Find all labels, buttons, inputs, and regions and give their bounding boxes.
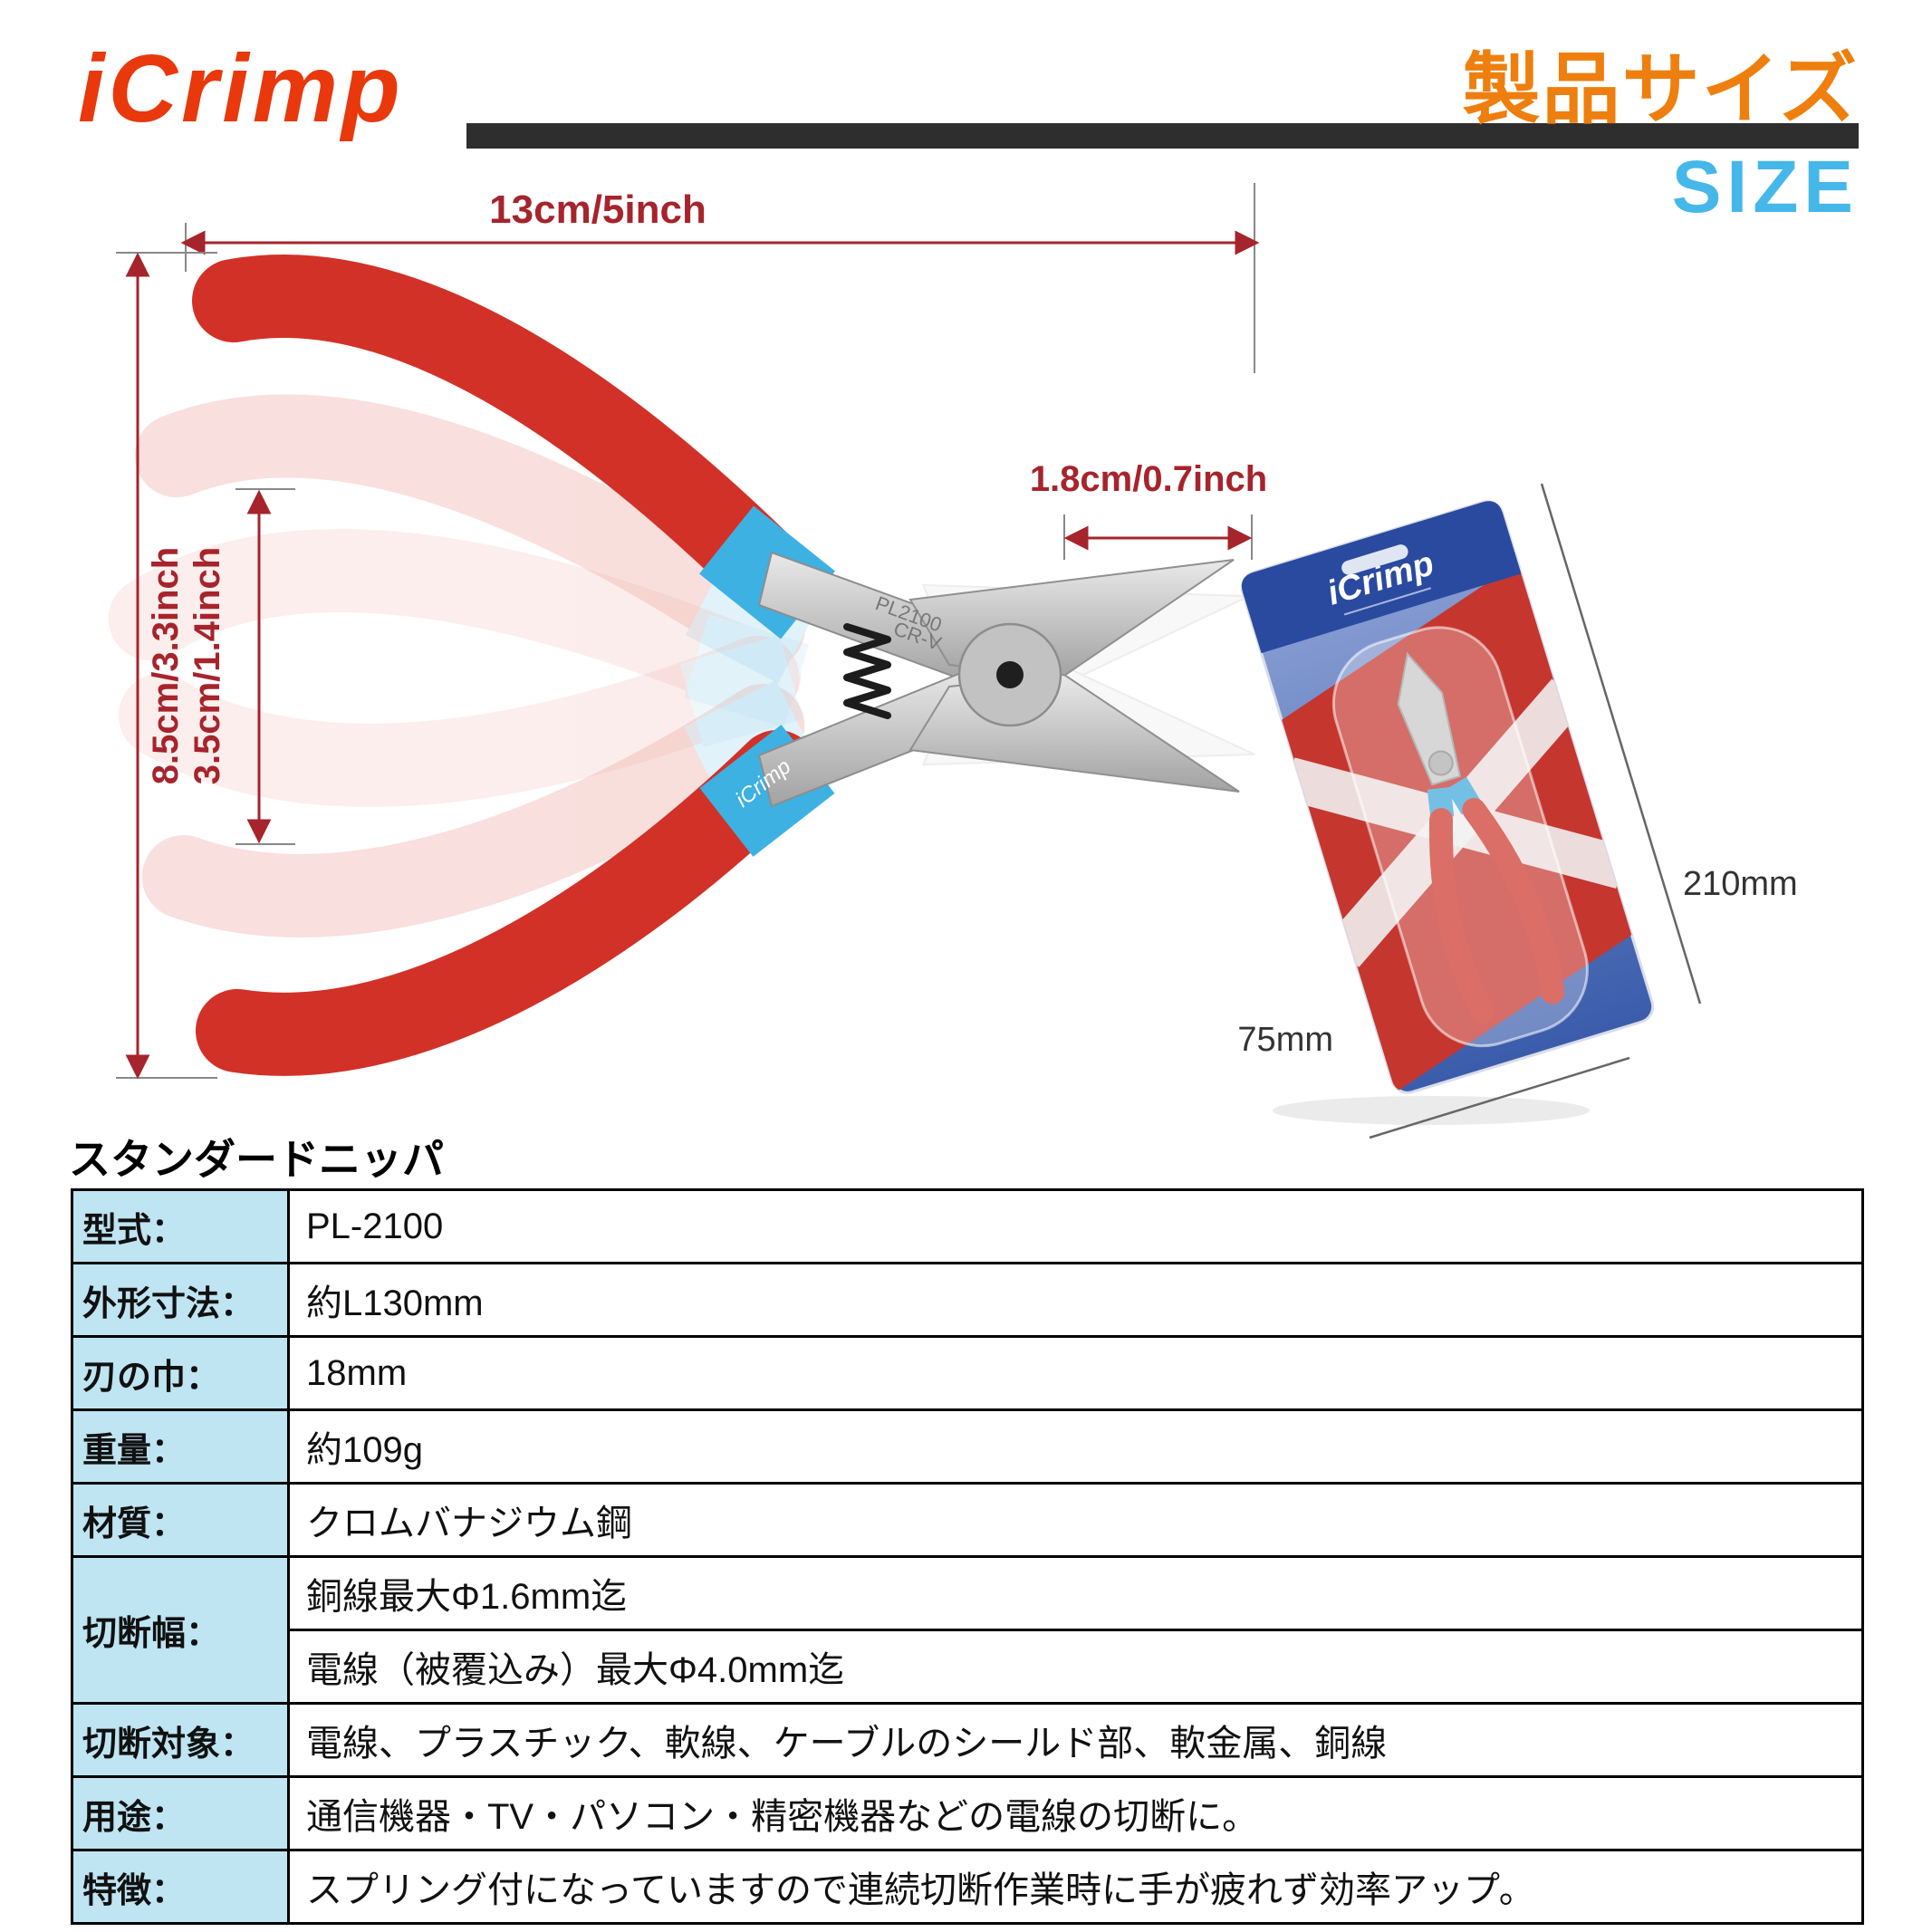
pliers-illustration: PL2100 CR-V iCrimp [192,255,1255,1076]
spec-label-material: 材質： [71,1482,290,1558]
package-hang-slot [1341,544,1408,575]
spec-value-cutting-targets: 電線、プラスチック、軟線、ケーブルのシールド部、軟金属、銅線 [287,1702,1864,1778]
spec-label-cutting-capacity: 切断幅： [71,1555,290,1705]
spec-row-applications: 用途： 通信機器・TV・パソコン・精密機器などの電線の切断に。 [71,1775,1864,1851]
spec-label-weight: 重量： [71,1408,290,1485]
package-blister-bubble [1331,626,1589,1048]
spec-label-dimensions: 外形寸法： [71,1262,290,1338]
dimension-annotations: 13cm/5inch 8.5cm/3.3inch 3.5cm/1.4inch 1… [116,183,1267,1080]
spec-value-features: スプリング付になっていますので連続切断作業時に手が疲れず効率アップ。 [287,1849,1864,1925]
package-shadow [1273,1096,1590,1125]
dimension-diagram: PL2100 CR-V iCrimp 13cm/5inch 8.5cm/3.3i… [108,183,1798,1139]
package-height-label: 210mm [1683,865,1798,903]
spec-value-dimensions: 約L130mm [287,1262,1864,1338]
spec-value-material: クロムバナジウム鋼 [287,1482,1864,1558]
handle-top [192,255,819,623]
spec-row-cutting-capacity-2: 電線（被覆込み）最大Φ4.0mm迄 [72,1629,1864,1705]
spec-row-blade-width: 刃の巾： 18mm [71,1335,1864,1411]
product-heading: スタンダードニッパ [69,1136,444,1183]
spec-value-applications: 通信機器・TV・パソコン・精密機器などの電線の切断に。 [287,1775,1864,1851]
package-photo: iCrimp [1240,500,1655,1094]
spec-row-model: 型式： PL-2100 [71,1188,1864,1264]
dim-label-blade-width: 1.8cm/0.7inch [1030,459,1267,499]
spec-row-weight: 重量： 約109g [71,1408,1864,1485]
page-title-jp: 製品サイズ [1462,46,1859,133]
spec-label-applications: 用途： [71,1775,290,1851]
dim-label-handle-open: 3.5cm/1.4inch [187,547,227,784]
dim-label-height: 8.5cm/3.3inch [146,547,186,784]
spec-row-cutting-targets: 切断対象： 電線、プラスチック、軟線、ケーブルのシールド部、軟金属、銅線 [71,1702,1864,1778]
package-height-line [1540,483,1702,1004]
package-width-label: 75mm [1237,1021,1333,1059]
spec-row-cutting-capacity: 切断幅： 銅線最大Φ1.6mm迄 [71,1555,1864,1705]
package-width-line [1369,1056,1630,1139]
package-pliers-pivot [1427,750,1454,776]
package-brand-rule [1343,587,1432,616]
spec-value-model: PL-2100 [287,1188,1864,1264]
spec-value-cutting-capacity-wire: 電線（被覆込み）最大Φ4.0mm迄 [287,1629,1864,1705]
package-pliers-handle-2 [1462,798,1565,1004]
spec-label-model: 型式： [71,1188,290,1264]
spec-value-cutting-capacity-copper: 銅線最大Φ1.6mm迄 [287,1555,1864,1631]
spring [843,623,891,719]
dim-label-length: 13cm/5inch [489,187,706,232]
spec-value-blade-width: 18mm [287,1335,1864,1411]
spec-label-features: 特徴： [71,1849,290,1925]
spec-value-weight: 約109g [287,1408,1864,1485]
pivot-hole [996,661,1024,688]
spec-row-material: 材質： クロムバナジウム鋼 [71,1482,1864,1558]
package-header-band [1241,501,1522,654]
header-divider-bar [466,123,1859,149]
spec-row-features: 特徴： スプリング付になっていますので連続切断作業時に手が疲れず効率アップ。 [71,1849,1864,1925]
spec-label-cutting-targets: 切断対象： [71,1702,290,1778]
brand-logo: iCrimp [78,35,404,142]
spec-table: 型式： PL-2100 外形寸法： 約L130mm 刃の巾： 18mm 重量： … [71,1188,1864,1925]
page-title-size: SIZE [1671,146,1859,228]
spec-label-blade-width: 刃の巾： [71,1335,290,1411]
handle-bottom [196,730,819,1076]
package-pliers-handle-1 [1428,808,1495,1024]
spec-row-dimensions: 外形寸法： 約L130mm [71,1262,1864,1338]
